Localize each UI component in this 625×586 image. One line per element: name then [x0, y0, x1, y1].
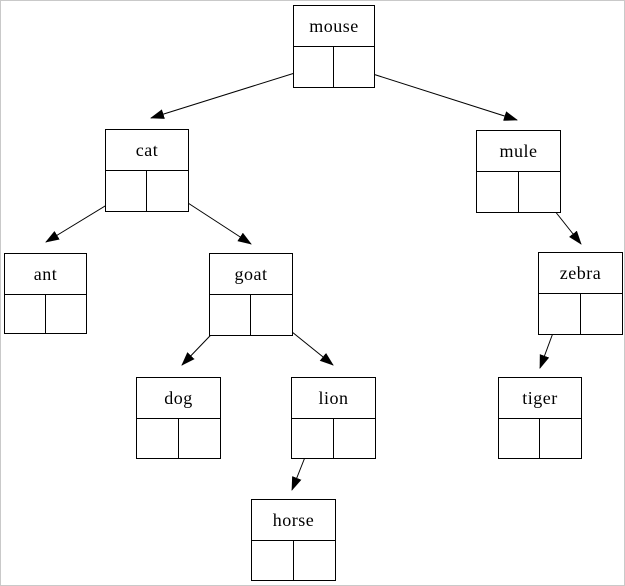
tree-node-lion: lion — [291, 377, 376, 459]
tree-node-dog: dog — [136, 377, 221, 459]
left-pointer-cell-mule — [477, 172, 519, 212]
node-label-zebra: zebra — [539, 253, 622, 294]
tree-node-cat: cat — [105, 129, 189, 212]
right-pointer-cell-zebra — [581, 294, 623, 334]
node-label-mouse: mouse — [294, 6, 374, 47]
tree-node-ant: ant — [4, 253, 87, 334]
right-pointer-cell-ant — [46, 295, 87, 333]
tree-node-mule: mule — [476, 130, 561, 213]
left-pointer-cell-horse — [252, 541, 294, 580]
node-label-mule: mule — [477, 131, 560, 172]
tree-node-tiger: tiger — [498, 377, 582, 459]
node-label-horse: horse — [252, 500, 335, 541]
node-label-ant: ant — [5, 254, 86, 295]
left-pointer-cell-zebra — [539, 294, 581, 334]
left-pointer-cell-lion — [292, 419, 334, 458]
right-pointer-cell-mule — [519, 172, 561, 212]
right-pointer-cell-mouse — [334, 47, 374, 87]
edge-mouse-right-mule — [353, 67, 518, 121]
tree-node-zebra: zebra — [538, 252, 623, 335]
node-pointer-cells-cat — [106, 171, 188, 211]
node-label-tiger: tiger — [499, 378, 581, 419]
node-pointer-cells-ant — [5, 295, 86, 333]
right-pointer-cell-lion — [334, 419, 376, 458]
node-pointer-cells-dog — [137, 419, 220, 458]
tree-node-horse: horse — [251, 499, 336, 581]
tree-node-mouse: mouse — [293, 5, 375, 88]
left-pointer-cell-goat — [210, 295, 251, 335]
node-label-goat: goat — [210, 254, 292, 295]
left-pointer-cell-cat — [106, 171, 147, 211]
right-pointer-cell-tiger — [540, 419, 581, 458]
node-pointer-cells-mule — [477, 172, 560, 212]
node-pointer-cells-zebra — [539, 294, 622, 334]
node-label-lion: lion — [292, 378, 375, 419]
left-pointer-cell-mouse — [294, 47, 334, 87]
node-pointer-cells-horse — [252, 541, 335, 580]
node-pointer-cells-mouse — [294, 47, 374, 87]
tree-node-goat: goat — [209, 253, 293, 336]
left-pointer-cell-dog — [137, 419, 179, 458]
right-pointer-cell-goat — [251, 295, 292, 335]
node-pointer-cells-lion — [292, 419, 375, 458]
node-label-dog: dog — [137, 378, 220, 419]
node-pointer-cells-goat — [210, 295, 292, 335]
left-pointer-cell-ant — [5, 295, 46, 333]
edge-mouse-left-cat — [150, 66, 315, 119]
node-label-cat: cat — [106, 130, 188, 171]
right-pointer-cell-dog — [179, 419, 221, 458]
left-pointer-cell-tiger — [499, 419, 540, 458]
node-pointer-cells-tiger — [499, 419, 581, 458]
right-pointer-cell-horse — [294, 541, 336, 580]
right-pointer-cell-cat — [147, 171, 188, 211]
